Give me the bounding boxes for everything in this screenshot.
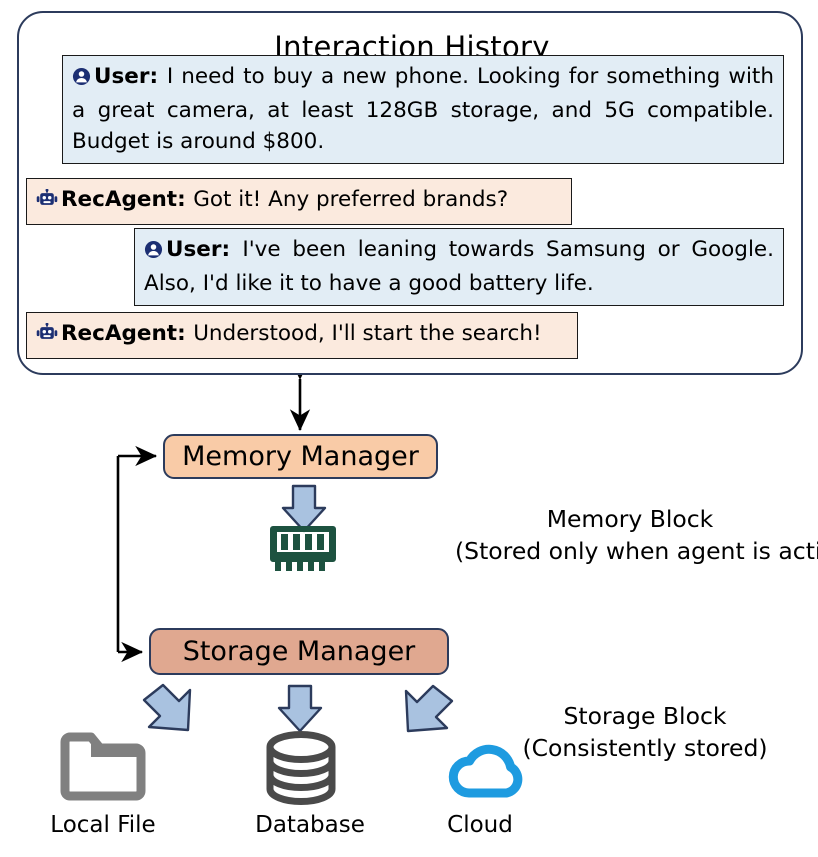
user-avatar-icon — [72, 64, 91, 95]
caption-cloud: Cloud — [447, 812, 513, 838]
arrow-storage-to-cloud — [404, 684, 454, 733]
chat-message-text: Got it! Any preferred brands? — [193, 187, 509, 212]
folder-icon — [60, 732, 146, 806]
memory-block-title: Memory Block — [546, 505, 714, 533]
storage-block-title: Storage Block — [563, 702, 727, 730]
chat-bubble-agent-1: RecAgent: Got it! Any preferred brands? — [26, 178, 572, 225]
robot-icon — [36, 187, 58, 218]
speaker-label-user: User: — [144, 237, 242, 262]
speaker-label-user: User: — [72, 64, 167, 89]
speaker-name: RecAgent: — [61, 187, 186, 212]
storage-block-annotation: Storage Block (Consistently stored) — [480, 700, 810, 764]
chat-message-text: I need to buy a new phone. Looking for s… — [72, 64, 774, 154]
speaker-name: User: — [94, 64, 159, 89]
chat-message-text: I've been leaning towards Samsung or Goo… — [144, 237, 774, 296]
database-icon — [263, 731, 339, 809]
storage-block-note: (Consistently stored) — [522, 734, 768, 762]
chat-bubble-user-2: User: I've been leaning towards Samsung … — [134, 228, 784, 306]
node-storage-manager: Storage Manager — [149, 628, 449, 675]
cloud-icon — [448, 735, 526, 803]
memory-block-annotation: Memory Block (Stored only when agent is … — [455, 503, 818, 567]
speaker-name: RecAgent: — [61, 321, 186, 346]
chat-message-text: Understood, I'll start the search! — [193, 321, 542, 346]
arrow-storage-to-local-file — [142, 683, 192, 732]
speaker-label-agent: RecAgent: — [36, 321, 193, 346]
arrow-storage-to-database — [277, 684, 323, 733]
arrow-bus-to-managers — [116, 445, 158, 663]
memory-ram-icon — [270, 522, 336, 582]
speaker-label-agent: RecAgent: — [36, 187, 193, 212]
memory-block-note: (Stored only when agent is active) — [455, 537, 818, 565]
speaker-name: User: — [166, 237, 231, 262]
user-avatar-icon — [144, 237, 163, 268]
chat-bubble-user-1: User: I need to buy a new phone. Looking… — [62, 55, 784, 164]
robot-icon — [36, 321, 58, 352]
node-memory-manager: Memory Manager — [163, 434, 438, 479]
caption-database: Database — [255, 812, 365, 838]
caption-local-file: Local File — [50, 812, 156, 838]
chat-bubble-agent-2: RecAgent: Understood, I'll start the sea… — [26, 312, 578, 359]
